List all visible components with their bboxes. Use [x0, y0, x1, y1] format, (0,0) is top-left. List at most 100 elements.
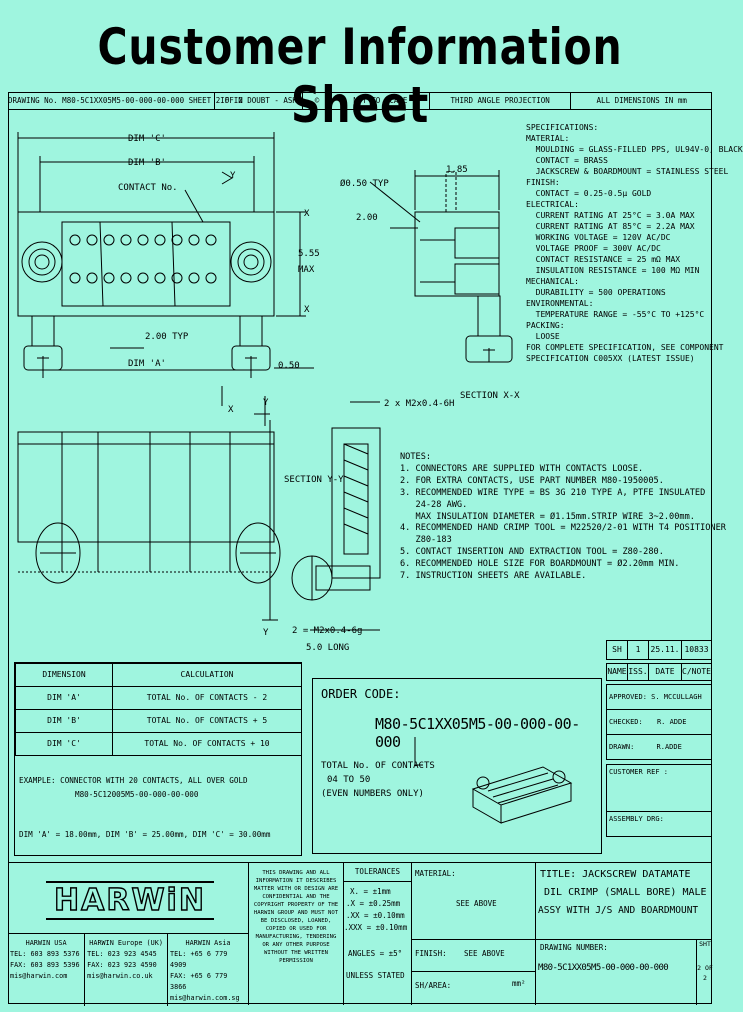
contact-block	[61, 221, 231, 307]
spec-line: FINISH:	[526, 178, 560, 187]
issue-date-header: DATE	[648, 663, 682, 681]
x-mark-right: X	[304, 209, 310, 219]
sheet-title: Customer Information Sheet	[97, 18, 623, 134]
order-total-contacts: TOTAL No. OF CONTACTS	[321, 761, 435, 771]
spec-line: CONTACT RESISTANCE = 25 mΩ MAX	[526, 255, 681, 264]
note-line: 1. CONNECTORS ARE SUPPLIED WITH CONTACTS…	[400, 463, 644, 474]
calc-row-a-calc: TOTAL No. OF CONTACTS - 2	[112, 686, 302, 710]
connector-body	[17, 211, 275, 317]
spec-line: ENVIRONMENTAL:	[526, 299, 594, 308]
calc-table: DIMENSION CALCULATION DIM 'A' TOTAL No. …	[14, 662, 302, 856]
material-finish: MATERIAL: SEE ABOVE FINISH: SEE ABOVE SH…	[412, 863, 536, 1005]
calc-row-a-dim: DIM 'A'	[15, 686, 113, 710]
title-line-2: DIL CRIMP (SMALL BORE) MALE	[544, 887, 707, 898]
finish-value: SEE ABOVE	[464, 949, 505, 958]
assembly-drg: ASSEMBLY DRG:	[606, 811, 712, 837]
spec-line: CURRENT RATING AT 25°C = 3.0A MAX	[526, 211, 695, 220]
header-strip: DRAWING No. M80-5C1XX05M5-00-000-00-000 …	[8, 92, 712, 110]
dim-c-label: DIM 'C'	[128, 134, 166, 144]
title-line-3: ASSY WITH J/S AND BOARDMOUNT	[538, 905, 699, 916]
note-line: MAX INSULATION DIAMETER = Ø1.15mm.STRIP …	[400, 511, 695, 522]
spec-line: MECHANICAL:	[526, 277, 579, 286]
projection-note: THIRD ANGLE PROJECTION	[430, 92, 572, 109]
spec-line: FOR COMPLETE SPECIFICATION, SEE COMPONEN…	[526, 343, 724, 352]
sheet-area-unit: mm²	[512, 979, 526, 988]
connector-side-view	[17, 431, 275, 543]
spec-line: VOLTAGE PROOF = 300V AC/DC	[526, 244, 661, 253]
issue-date: 25.11.	[648, 640, 682, 660]
width-185-label: 1.85	[446, 165, 468, 175]
connector-thumbnail-icon	[414, 737, 573, 824]
offset-label: 0.50	[278, 361, 300, 371]
finish-label: FINISH:	[415, 949, 447, 958]
tolerances: TOLERANCES X. = ±1mm .X = ±0.25mm .XX = …	[344, 863, 412, 1005]
spec-line: MOULDING = GLASS-FILLED PPS, UL94V-0, BL…	[526, 145, 743, 154]
dimensions-note: ALL DIMENSIONS IN mm	[596, 96, 687, 105]
issue-cnote: 10833	[681, 640, 712, 660]
spec-line: SPECIFICATIONS:	[526, 123, 599, 132]
spec-line: CONTACT = 0.25-0.5μ GOLD	[526, 189, 652, 198]
note-line: NOTES:	[400, 452, 432, 462]
title-block: TITLE: JACKSCREW DATAMATE DIL CRIMP (SMA…	[536, 863, 713, 1005]
dim-200-label: 2.00	[356, 213, 378, 223]
section-yy-body	[331, 427, 381, 579]
x-mark-bottom: X	[228, 405, 234, 415]
section-xx-label: SECTION X-X	[460, 391, 520, 401]
note-line: 3. RECOMMENDED WIRE TYPE = BS 3G 210 TYP…	[400, 487, 706, 498]
spec-line: MATERIAL:	[526, 134, 570, 143]
issue-name-header: NAME	[606, 663, 628, 681]
jackscrew-right-icon	[230, 241, 272, 283]
pitch-label: 2.00 TYP	[145, 332, 189, 342]
y-mark-right: Y	[263, 398, 269, 408]
sheet-area-label: SH/AREA:	[415, 981, 452, 990]
height-max-label: MAX	[298, 265, 315, 275]
dia-label: Ø0.50 TYP	[340, 178, 389, 189]
issue-cnote-header: C/NOTE	[681, 663, 712, 681]
calc-row-b-dim: DIM 'B'	[15, 709, 113, 733]
note-line: 6. RECOMMENDED HOLE SIZE FOR BOARDMOUNT …	[400, 559, 680, 570]
notes: NOTES:1. CONNECTORS ARE SUPPLIED WITH CO…	[400, 452, 726, 583]
x-mark-right-low: X	[304, 305, 310, 315]
thread-bottom-label: 2 = M2x0.4-6g	[292, 626, 362, 636]
material-value: SEE ABOVE	[456, 899, 497, 908]
issue-number: 1	[627, 640, 649, 660]
drawn-row: DRAWN: R.ADDE	[606, 734, 712, 760]
order-range: 04 TO 50	[327, 775, 371, 785]
height-label: 5.55	[298, 249, 320, 259]
spec-line: JACKSCREW & BOARDMOUNT = STAINLESS STEEL	[526, 167, 729, 176]
issue-sh: SH	[606, 640, 628, 660]
note-line: 24-28 AWG.	[400, 499, 468, 510]
technical-drawing: DIM 'C' DIM 'B' CONTACT No. 2.00 TYP 5.5…	[17, 132, 520, 653]
thread-top-label: 2 x M2x0.4-6H	[384, 399, 454, 409]
example-line-1: EXAMPLE: CONNECTOR WITH 20 CONTACTS, ALL…	[19, 776, 248, 785]
thread-len-label: 5.0 LONG	[306, 643, 349, 653]
drawing-no: DRAWING No. M80-5C1XX05M5-00-000-00-000 …	[8, 92, 243, 109]
contact-no-label: CONTACT No.	[118, 183, 178, 193]
contact-pins	[69, 234, 217, 284]
calc-row-c-dim: DIM 'C'	[15, 732, 113, 756]
note-line: 5. CONTACT INSERTION AND EXTRACTION TOOL…	[400, 547, 664, 558]
spec-line: PACKING:	[526, 321, 565, 330]
jackscrew-left-icon	[21, 241, 63, 283]
note-line: Z80-183	[400, 535, 452, 546]
harwin-logo: HARWiN	[16, 867, 244, 933]
calc-row-b-calc: TOTAL No. OF CONTACTS + 5	[112, 709, 302, 733]
spec-line: SPECIFICATION C005XX (LATEST ISSUE)	[526, 354, 695, 363]
checked-row: CHECKED: R. ADDE	[606, 709, 712, 735]
drawing-frame	[8, 92, 712, 1004]
specifications: SPECIFICATIONS: MATERIAL: MOULDING = GLAS…	[526, 122, 743, 364]
example-line-3: DIM 'A' = 18.00mm, DIM 'B' = 25.00mm, DI…	[19, 830, 271, 839]
spec-line: WORKING VOLTAGE = 120V AC/DC	[526, 233, 671, 242]
note-line: 7. INSTRUCTION SHEETS ARE AVAILABLE.	[400, 571, 587, 582]
order-even-only: (EVEN NUMBERS ONLY)	[321, 789, 424, 799]
spec-line: DURABILITY = 500 OPERATIONS	[526, 288, 666, 297]
issue-iss-header: ISS.	[627, 663, 649, 681]
drawing-number-label: DRAWING NUMBER:	[540, 943, 608, 952]
customer-ref: CUSTOMER REF :	[606, 764, 712, 812]
material-label: MATERIAL:	[415, 869, 456, 878]
order-code-value: M80-5C1XX05M5-00-000-00-000	[375, 715, 580, 751]
spec-line: INSULATION RESISTANCE = 100 MΩ MIN	[526, 266, 700, 275]
